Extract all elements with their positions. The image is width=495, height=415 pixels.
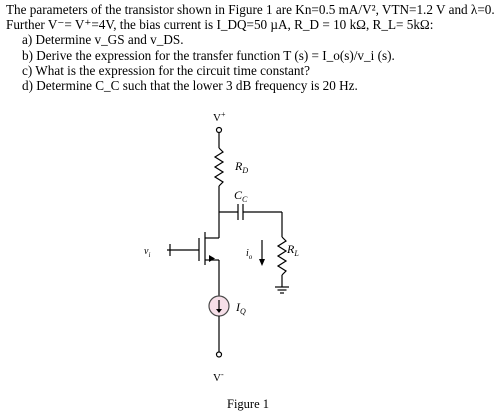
question-d: d) Determine C_C such that the lower 3 d…	[22, 78, 358, 94]
rl-resistor	[276, 236, 288, 276]
rl-label: RL	[286, 242, 299, 258]
rd-label: RD	[234, 159, 248, 175]
vplus-terminal	[215, 126, 223, 134]
intro-line-1: The parameters of the transistor shown i…	[6, 2, 495, 17]
vplus-label: V+	[213, 110, 226, 124]
iq-label: IQ	[235, 300, 246, 316]
vminus-terminal	[215, 351, 223, 358]
rd-resistor	[213, 147, 225, 187]
question-b: b) Derive the expression for the transfe…	[22, 47, 395, 63]
intro-line-2: Further V⁻= V⁺=4V, the bias current is I…	[6, 17, 434, 33]
io-label: io	[246, 248, 253, 261]
mosfet-arrow	[209, 255, 215, 262]
problem-statement: The parameters of the transistor shown i…	[6, 2, 495, 94]
vminus-label: V-	[213, 370, 224, 384]
vi-label: vi	[144, 246, 150, 259]
io-arrow	[259, 259, 265, 266]
question-c: c) What is the expression for the circui…	[22, 62, 310, 78]
current-arrow	[216, 309, 222, 313]
question-a: a) Determine v_GS and v_DS.	[22, 32, 184, 48]
figure-caption: Figure 1	[227, 397, 270, 411]
cc-label: CC	[234, 188, 248, 204]
